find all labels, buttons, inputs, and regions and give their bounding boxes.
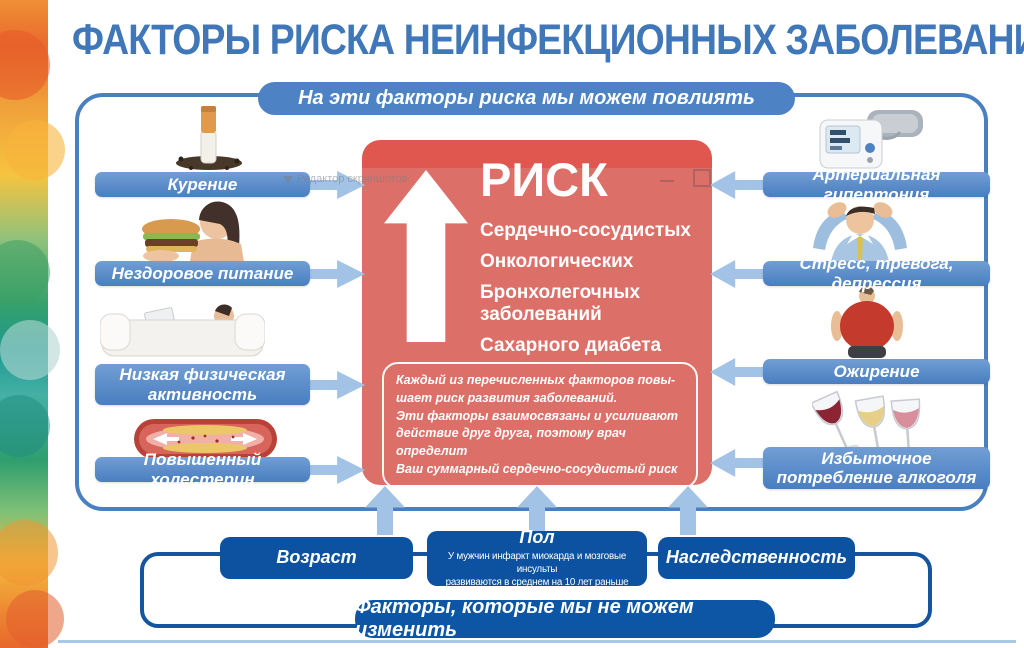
obese-man-image (831, 286, 903, 358)
factor-pill-low-activity: Низкая физическая активность (95, 364, 310, 405)
factor-box-sex: Пол У мужчин инфаркт миокарда и мозговые… (427, 526, 647, 588)
risk-disease-item: Сахарного диабета (480, 335, 662, 357)
blood-pressure-monitor-image (819, 110, 923, 169)
strip-blob (6, 590, 64, 648)
strip-blob (0, 520, 58, 586)
funnel-icon (283, 175, 293, 183)
burger-eating-image (142, 201, 244, 262)
maximize-icon (693, 169, 711, 187)
risk-disease-item: Сердечно-сосудистых (480, 220, 692, 241)
factor-box-heredity-label: Наследственность (665, 547, 848, 568)
risk-disease-item: Онкологических (480, 250, 634, 272)
factor-pill-stress: Стресс, тревога, депрессия (763, 254, 990, 293)
factor-pill-smoking: Курение (95, 172, 310, 197)
wine-glasses-image (812, 390, 922, 462)
risk-disease-item: Бронхолегочных заболеваний (480, 281, 641, 326)
risk-up-arrow-icon (384, 170, 468, 342)
strip-blob (0, 395, 50, 457)
strip-blob (5, 120, 65, 180)
modifiable-banner: На эти факторы риска мы можем повлиять (258, 82, 795, 115)
strip-blob (0, 240, 50, 305)
strip-blob (0, 30, 50, 100)
cigarette-stub-image (176, 106, 242, 170)
non-modifiable-banner: Факторы, которые мы не можем изменить (355, 596, 775, 641)
couch-lying-image (100, 304, 265, 357)
clogged-artery-image (134, 419, 277, 459)
screenshot-editor-watermark: Редактор скриншотов (283, 173, 408, 185)
watermark-label: Редактор скриншотов (297, 173, 408, 185)
factor-pill-alcohol: Избыточное потребление алкоголя (763, 447, 990, 489)
minimize-icon (660, 180, 674, 182)
factor-pill-obesity: Ожирение (763, 359, 990, 384)
factor-box-sex-label: Пол (519, 526, 555, 547)
risk-heading: РИСК (480, 153, 608, 206)
strip-blob (0, 320, 60, 380)
risk-box: РИСК Сердечно-сосудистых Онкологических … (362, 140, 712, 489)
factor-pill-hypertension: Артериальная гипертония (763, 165, 990, 204)
factor-pill-high-cholesterol: Повышенный холестерин (95, 450, 310, 489)
factor-pill-unhealthy-diet: Нездоровое питание (95, 261, 310, 286)
factor-box-age-label: Возраст (276, 547, 357, 568)
factor-box-age: Возраст (220, 537, 413, 579)
risk-note: Каждый из перечисленных факторов повы- ш… (382, 362, 698, 489)
risk-disease-list: Сердечно-сосудистых Онкологических Бронх… (480, 220, 691, 366)
stressed-man-image (813, 202, 907, 262)
page-title: ФАКТОРЫ РИСКА НЕИНФЕКЦИОННЫХ ЗАБОЛЕВАНИЙ (72, 16, 1024, 64)
factor-box-sex-note: У мужчин инфаркт миокарда и мозговые инс… (445, 550, 629, 589)
factor-box-heredity: Наследственность (658, 537, 855, 579)
bottom-divider-line (58, 640, 1016, 643)
decorative-side-strip (0, 0, 65, 648)
